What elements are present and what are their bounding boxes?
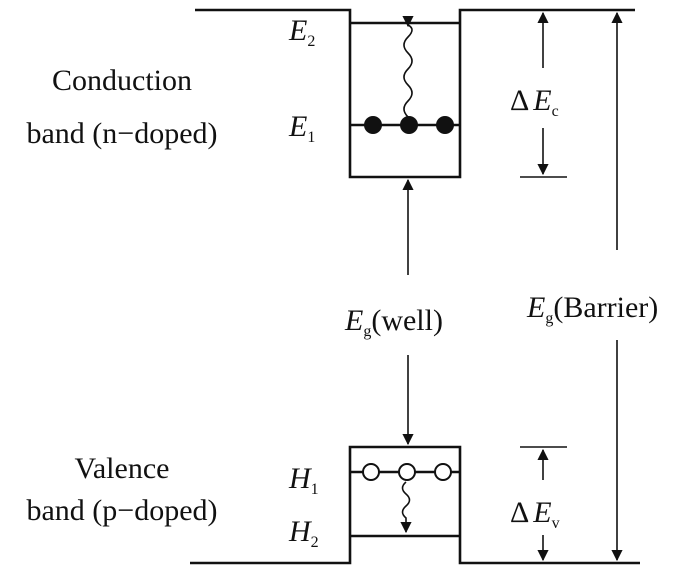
hole (362, 463, 380, 481)
electron (364, 116, 382, 134)
electron (436, 116, 454, 134)
level-H2-label: H2 (288, 515, 319, 551)
valence-band-edge (190, 445, 640, 565)
electrons-group (364, 116, 454, 134)
hole (398, 463, 416, 481)
electron (400, 116, 418, 134)
conduction-band-label-line2: band (n−doped) (26, 117, 217, 150)
eg-barrier-label: Eg(Barrier) (526, 291, 658, 327)
conduction-band-label-line1: Conduction (52, 64, 192, 97)
level-E2-label: E2 (288, 14, 315, 50)
eg-well-label: Eg(well) (344, 304, 443, 340)
valence-band-label-line1: Valence (75, 452, 170, 485)
hole (434, 463, 452, 481)
holes-group (362, 463, 452, 481)
level-H1-label: H1 (288, 462, 319, 498)
intersubband-transition-valence (400, 481, 412, 534)
valence-band-label-line2: band (p−doped) (26, 494, 217, 527)
level-E1-label: E1 (288, 110, 315, 146)
intersubband-transition-conduction (402, 15, 414, 118)
conduction-band-edge (195, 8, 635, 179)
